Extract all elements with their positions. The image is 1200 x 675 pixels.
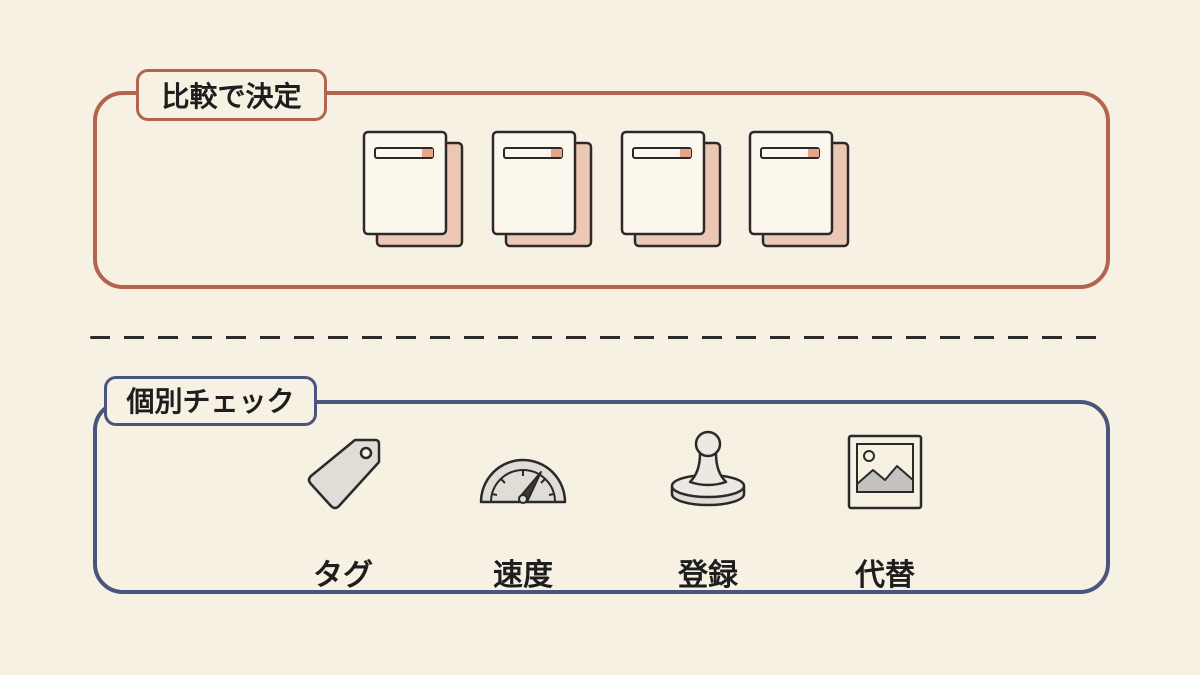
check-section-panel — [93, 400, 1110, 594]
document-stack-icon — [618, 128, 728, 258]
check-item-alternative: 代替 — [815, 432, 955, 593]
section-divider — [90, 336, 1110, 339]
check-item-speed: 速度 — [453, 432, 593, 593]
check-item-label: タグ — [313, 558, 373, 593]
check-item-register: 登録 — [638, 428, 778, 593]
stamp-icon — [670, 430, 746, 507]
compare-section-panel — [93, 91, 1110, 289]
document-stack-icon — [360, 128, 470, 258]
price-tag-icon — [307, 438, 381, 510]
check-item-label: 代替 — [855, 558, 915, 593]
document-stack-icon — [489, 128, 599, 258]
check-item-tag: タグ — [273, 432, 413, 593]
document-stack-icon — [746, 128, 856, 258]
check-section-title: 個別チェック — [104, 376, 317, 426]
compare-section-title: 比較で決定 — [136, 69, 327, 121]
image-icon — [847, 434, 923, 510]
check-item-label: 速度 — [493, 558, 553, 593]
speedometer-icon — [479, 458, 567, 504]
check-item-label: 登録 — [678, 558, 738, 593]
